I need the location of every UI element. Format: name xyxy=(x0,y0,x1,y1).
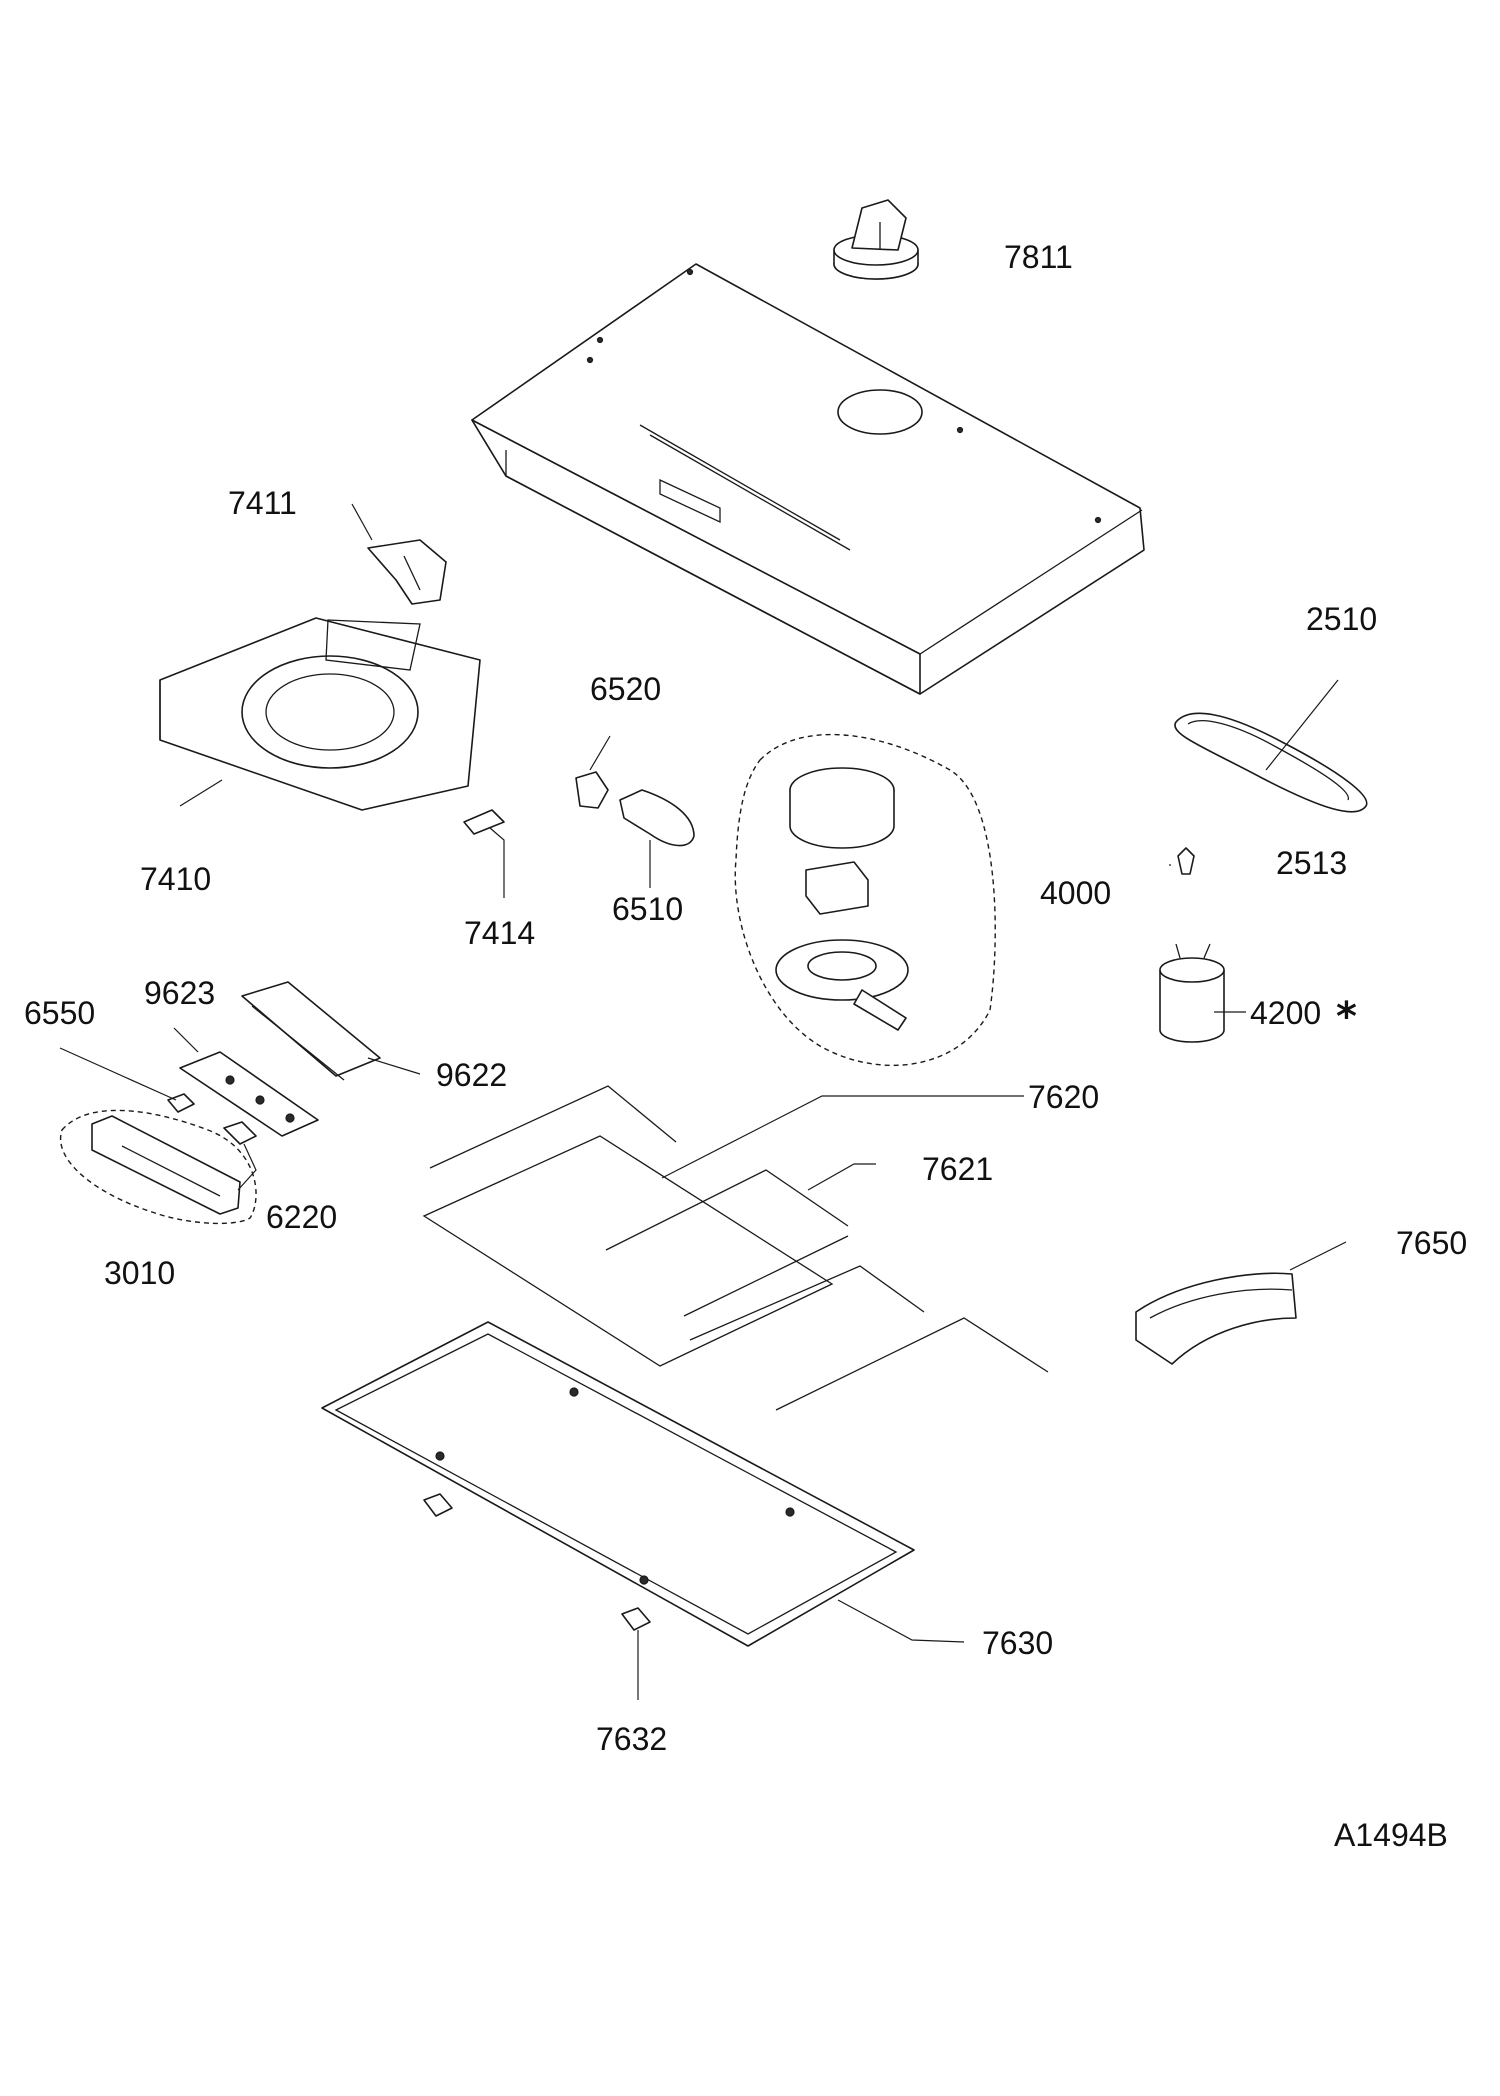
label-2510: 2510 xyxy=(1306,601,1377,637)
label-7650: 7650 xyxy=(1396,1225,1467,1261)
part-9623-circuit-board xyxy=(179,1051,319,1137)
label-7621: 7621 xyxy=(922,1151,993,1187)
part-6510-bulb xyxy=(619,789,695,847)
asterisk-mark: * xyxy=(1336,994,1357,1040)
label-7630: 7630 xyxy=(982,1625,1053,1661)
label-6520: 6520 xyxy=(590,671,661,707)
part-2510-gasket xyxy=(1174,712,1368,813)
label-4000: 4000 xyxy=(1040,875,1111,911)
part-3010-control-group xyxy=(59,1109,257,1225)
drawing-code: A1494B xyxy=(1334,1817,1448,1853)
part-7630-bottom-frame xyxy=(321,1321,915,1647)
label-7632: 7632 xyxy=(596,1721,667,1757)
part-7650-curved-filter xyxy=(1135,1272,1297,1365)
part-7411-flap xyxy=(367,539,447,605)
label-6510: 6510 xyxy=(612,891,683,927)
part-6550-switch xyxy=(167,1093,195,1113)
part-6520-lamp-socket xyxy=(575,771,609,809)
part-9622-control-cover xyxy=(241,981,381,1081)
part-4200-capacitor xyxy=(1159,943,1225,1043)
part-7410-fan-housing xyxy=(159,617,481,811)
leader-lines xyxy=(59,503,1347,1700)
label-7411: 7411 xyxy=(228,485,297,521)
part-7414-clip xyxy=(463,809,505,835)
part-7811-duct-collar xyxy=(833,199,919,280)
label-6220: 6220 xyxy=(266,1199,337,1235)
part-7620-filter-panel xyxy=(422,1085,834,1367)
label-4200: 4200 xyxy=(1250,995,1321,1031)
label-2513: 2513 xyxy=(1276,845,1347,881)
part-2513-screw xyxy=(1177,847,1195,875)
label-3010: 3010 xyxy=(104,1255,175,1291)
label-6550: 6550 xyxy=(24,995,95,1031)
label-7410: 7410 xyxy=(140,861,211,897)
label-9622: 9622 xyxy=(436,1057,507,1093)
part-6220-switch xyxy=(223,1121,257,1145)
label-7620: 7620 xyxy=(1028,1079,1099,1115)
part-7621-filter-panel xyxy=(605,1169,1049,1411)
range-hood-body xyxy=(471,263,1145,695)
part-7632-clip xyxy=(423,1493,651,1631)
label-7414: 7414 xyxy=(464,915,535,951)
part-labels: 7811 7411 2510 6520 7410 2513 4000 7414 … xyxy=(24,239,1467,1853)
part-4000-motor-group xyxy=(734,733,996,1066)
label-9623: 9623 xyxy=(144,975,215,1011)
label-7811: 7811 xyxy=(1004,239,1073,275)
